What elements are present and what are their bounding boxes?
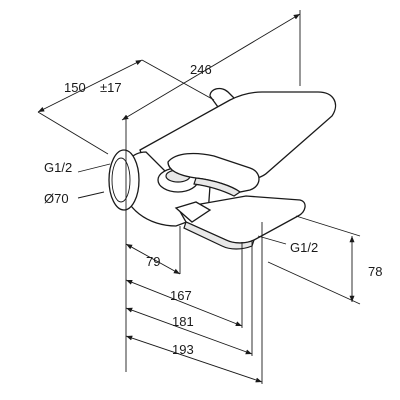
ext-line-78-bottom: [267, 261, 361, 305]
dim-line-246: [121, 13, 301, 121]
mixer-body: [108, 87, 337, 250]
leader-o70: [77, 191, 105, 199]
ext-line-150-left: [37, 111, 109, 155]
lever-shade: [193, 177, 242, 197]
label-78: 78: [368, 264, 382, 279]
label-167: 167: [170, 288, 192, 303]
label-150: 150: [64, 80, 86, 95]
front-rosette-inner: [111, 157, 131, 203]
dim-line-150: [37, 59, 143, 113]
front-rosette: [108, 149, 140, 211]
dim-line-79: [125, 243, 181, 275]
dimension-labels: 246 150 ±17 G1/2 Ø70 G1/2 79 167 181 193…: [44, 62, 382, 357]
leader-g12-bottom: [257, 235, 287, 245]
dim-line-193: [125, 335, 263, 383]
ext-line-150-right: [141, 59, 215, 101]
label-thread-top: G1/2: [44, 160, 72, 175]
outlet-block: [174, 201, 212, 223]
label-150-tolerance: ±17: [100, 80, 122, 95]
lever-handle: [167, 152, 260, 193]
ext-line-78-top: [295, 215, 361, 237]
label-rosette-diameter: Ø70: [44, 191, 69, 206]
label-79: 79: [146, 254, 160, 269]
dimension-lines: [37, 10, 361, 384]
label-thread-bottom: G1/2: [290, 240, 318, 255]
label-193: 193: [172, 342, 194, 357]
label-246: 246: [190, 62, 212, 77]
label-181: 181: [172, 314, 194, 329]
leader-g12-top: [77, 163, 111, 173]
